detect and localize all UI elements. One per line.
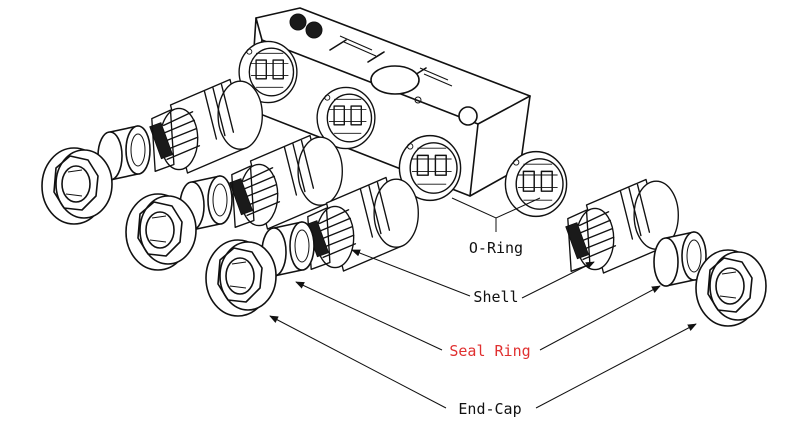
- end-cap-1: [41, 147, 113, 225]
- end-cap-3: [205, 239, 277, 317]
- shell-1: [149, 78, 263, 174]
- shell-arrows: [351, 249, 595, 299]
- shell-label: Shell: [473, 288, 518, 306]
- port-4: [504, 150, 568, 218]
- seal-ring-arrows: [295, 281, 661, 351]
- o-ring-label: O-Ring: [469, 239, 523, 257]
- distribution-body: [249, 7, 531, 197]
- seal-ring-label: Seal Ring: [449, 342, 530, 360]
- end-cap-2: [125, 193, 197, 271]
- end-cap-arrows: [269, 315, 697, 409]
- end-cap-label: End-Cap: [458, 400, 521, 418]
- end-cap-4: [695, 249, 767, 327]
- o-ring-leader: [451, 197, 541, 232]
